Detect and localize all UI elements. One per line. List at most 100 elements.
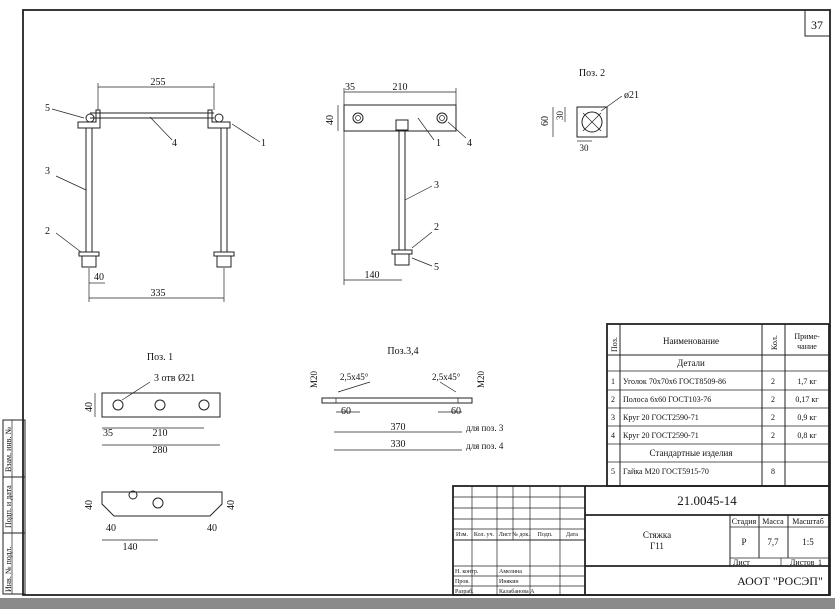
drawing-code: 21.0045-14 <box>677 493 737 508</box>
svg-text:60: 60 <box>540 116 551 126</box>
spec-table: Поз. Наименование Кол. Приме- чание Дета… <box>606 323 830 487</box>
svg-text:30: 30 <box>555 111 565 121</box>
svg-text:Лист: Лист <box>499 532 512 538</box>
svg-text:1,7 кг: 1,7 кг <box>797 377 817 386</box>
svg-text:7,7: 7,7 <box>767 537 779 547</box>
svg-text:1: 1 <box>818 558 822 567</box>
svg-text:Стадия: Стадия <box>732 517 757 526</box>
svg-text:4: 4 <box>467 138 472 149</box>
svg-text:Калабанова А: Калабанова А <box>499 588 535 595</box>
svg-text:40: 40 <box>226 500 237 510</box>
svg-text:280: 280 <box>153 445 168 456</box>
svg-text:Пров.: Пров. <box>455 579 470 585</box>
svg-text:Дата: Дата <box>566 532 578 538</box>
pos2-view: Поз. 2 ø21 60 30 30 <box>540 68 639 153</box>
svg-text:Поз.3,4: Поз.3,4 <box>387 346 418 357</box>
svg-text:Круг 20 ГОСТ2590-71: Круг 20 ГОСТ2590-71 <box>623 413 699 422</box>
svg-text:Амелина: Амелина <box>499 569 522 575</box>
scanner-bottom-band <box>0 598 835 609</box>
svg-text:40: 40 <box>94 272 104 283</box>
svg-text:Уголок 70х70х6 ГОСТ8509-86: Уголок 70х70х6 ГОСТ8509-86 <box>623 377 726 386</box>
spec-header-note: Приме- <box>794 332 820 341</box>
pos34-view: Поз.3,4 2,5x45° 2,5x45° M20 M20 60 60 37… <box>309 346 504 451</box>
svg-text:Масса: Масса <box>762 517 784 526</box>
svg-text:40: 40 <box>84 500 95 510</box>
svg-text:чание: чание <box>797 342 817 351</box>
svg-text:для поз. 4: для поз. 4 <box>466 441 504 451</box>
svg-text:2: 2 <box>771 395 775 404</box>
svg-text:для поз. 3: для поз. 3 <box>466 423 504 433</box>
svg-text:№ док.: № док. <box>512 532 530 538</box>
svg-text:1: 1 <box>611 377 615 386</box>
svg-text:0,9 кг: 0,9 кг <box>797 413 817 422</box>
svg-text:335: 335 <box>151 288 166 299</box>
svg-text:Р: Р <box>741 537 746 547</box>
svg-text:60: 60 <box>451 406 461 417</box>
svg-text:35: 35 <box>103 428 113 439</box>
organization: АООТ "РОСЭП" <box>737 574 823 588</box>
main-view: 255 40 335 5 1 4 3 2 <box>45 77 266 302</box>
svg-text:M20: M20 <box>476 370 486 388</box>
svg-text:1:5: 1:5 <box>802 537 814 547</box>
svg-text:Круг 20 ГОСТ2590-71: Круг 20 ГОСТ2590-71 <box>623 431 699 440</box>
svg-text:2: 2 <box>771 431 775 440</box>
svg-text:Подп. и дата: Подп. и дата <box>4 485 13 528</box>
svg-text:0,17 кг: 0,17 кг <box>795 395 819 404</box>
svg-text:Инв. № подл.: Инв. № подл. <box>4 546 13 592</box>
svg-text:40: 40 <box>207 523 217 534</box>
svg-text:Инякин: Инякин <box>499 579 519 585</box>
svg-text:Поз. 1: Поз. 1 <box>147 352 173 363</box>
item-code: Г11 <box>650 541 664 551</box>
svg-text:255: 255 <box>151 77 166 88</box>
svg-text:Полоса 6х60 ГОСТ103-76: Полоса 6х60 ГОСТ103-76 <box>623 395 711 404</box>
svg-text:2: 2 <box>611 395 615 404</box>
svg-text:8: 8 <box>771 467 775 476</box>
svg-text:3: 3 <box>45 166 50 177</box>
sheet-number: 37 <box>811 18 823 32</box>
side-stamp: Взам. инв. № Подп. и дата Инв. № подл. <box>2 419 26 595</box>
svg-text:M20: M20 <box>309 370 319 388</box>
lower-plate-view: 40 40 40 40 140 <box>84 490 237 553</box>
svg-text:1: 1 <box>261 138 266 149</box>
svg-text:40: 40 <box>325 115 336 125</box>
sheet-frame <box>22 9 831 596</box>
spec-header-qty: Кол. <box>770 335 779 350</box>
title-block: Изм. Кол. уч. Лист № док. Подп. Дата Н. … <box>452 485 830 596</box>
svg-text:5: 5 <box>45 103 50 114</box>
svg-text:Лист: Лист <box>733 558 750 567</box>
svg-text:3: 3 <box>611 413 615 422</box>
svg-text:370: 370 <box>391 422 406 433</box>
svg-text:2: 2 <box>45 226 50 237</box>
svg-text:210: 210 <box>153 428 168 439</box>
svg-text:140: 140 <box>365 270 380 281</box>
svg-text:330: 330 <box>391 439 406 450</box>
svg-text:40: 40 <box>106 523 116 534</box>
svg-text:Н. контр.: Н. контр. <box>455 569 479 575</box>
svg-text:40: 40 <box>84 402 95 412</box>
svg-text:4: 4 <box>611 431 615 440</box>
svg-text:Масштаб: Масштаб <box>792 517 824 526</box>
svg-text:30: 30 <box>580 143 590 153</box>
svg-text:1: 1 <box>436 138 441 149</box>
spec-header-pos: Поз. <box>610 337 619 352</box>
svg-text:2: 2 <box>771 413 775 422</box>
svg-text:3 отв Ø21: 3 отв Ø21 <box>154 373 195 384</box>
svg-text:2,5x45°: 2,5x45° <box>340 372 369 382</box>
svg-text:Кол. уч.: Кол. уч. <box>474 532 495 538</box>
spec-group-details: Детали <box>677 358 705 368</box>
svg-text:Изм.: Изм. <box>456 532 468 538</box>
spec-header-name: Наименование <box>663 336 719 346</box>
svg-text:Поз. 2: Поз. 2 <box>579 68 605 79</box>
svg-text:Подп.: Подп. <box>538 532 553 538</box>
svg-text:35: 35 <box>345 82 355 93</box>
svg-text:Разраб.: Разраб. <box>455 588 474 595</box>
item-name: Стяжка <box>643 530 671 540</box>
svg-text:4: 4 <box>172 138 177 149</box>
svg-text:Листов: Листов <box>790 558 815 567</box>
svg-text:210: 210 <box>393 82 408 93</box>
pos1-view: Поз. 1 3 отв Ø21 40 35 210 280 <box>84 352 221 456</box>
spec-group-standard: Стандартные изделия <box>650 448 733 458</box>
svg-text:ø21: ø21 <box>624 90 639 101</box>
svg-text:3: 3 <box>434 180 439 191</box>
